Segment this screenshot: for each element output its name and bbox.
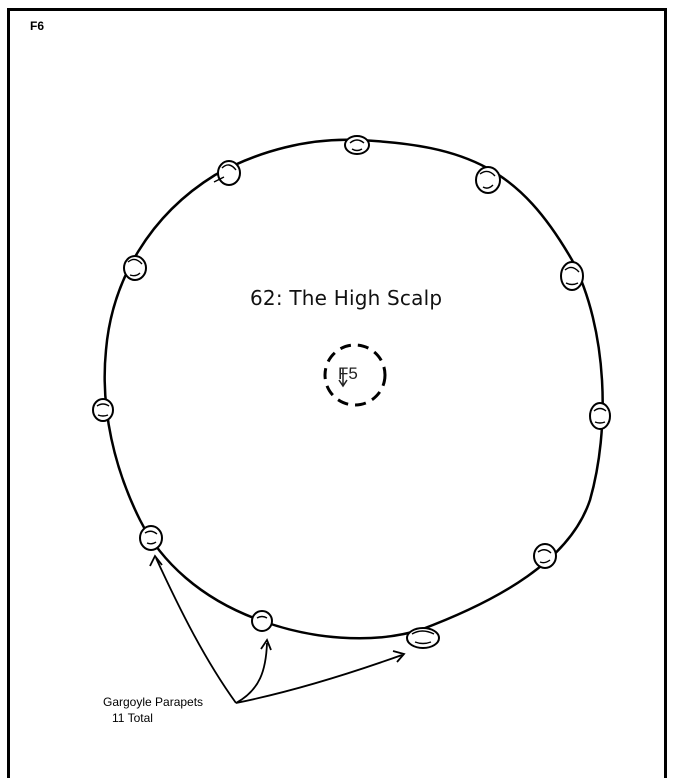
gargoyle-callout: Gargoyle Parapets 11 Total — [103, 694, 203, 726]
callout-arrow-1 — [156, 558, 236, 703]
gargoyle-parapet-7 — [590, 403, 610, 429]
gargoyle-parapet-1 — [345, 136, 369, 154]
callout-total: 11 Total — [103, 710, 203, 726]
gargoyle-parapet-10 — [252, 611, 272, 631]
gargoyle-parapet-5 — [561, 262, 583, 290]
gargoyle-parapet-8 — [140, 526, 162, 550]
callout-arrow-2 — [236, 643, 267, 703]
callout-arrow-3 — [236, 655, 402, 703]
gargoyle-parapet-9 — [534, 544, 556, 568]
room-title: 62: The High Scalp — [250, 286, 442, 310]
tower-wall — [105, 140, 603, 638]
gargoyle-parapet-6 — [93, 399, 113, 421]
stairs-label: F5 — [338, 364, 358, 384]
callout-title: Gargoyle Parapets — [103, 695, 203, 709]
